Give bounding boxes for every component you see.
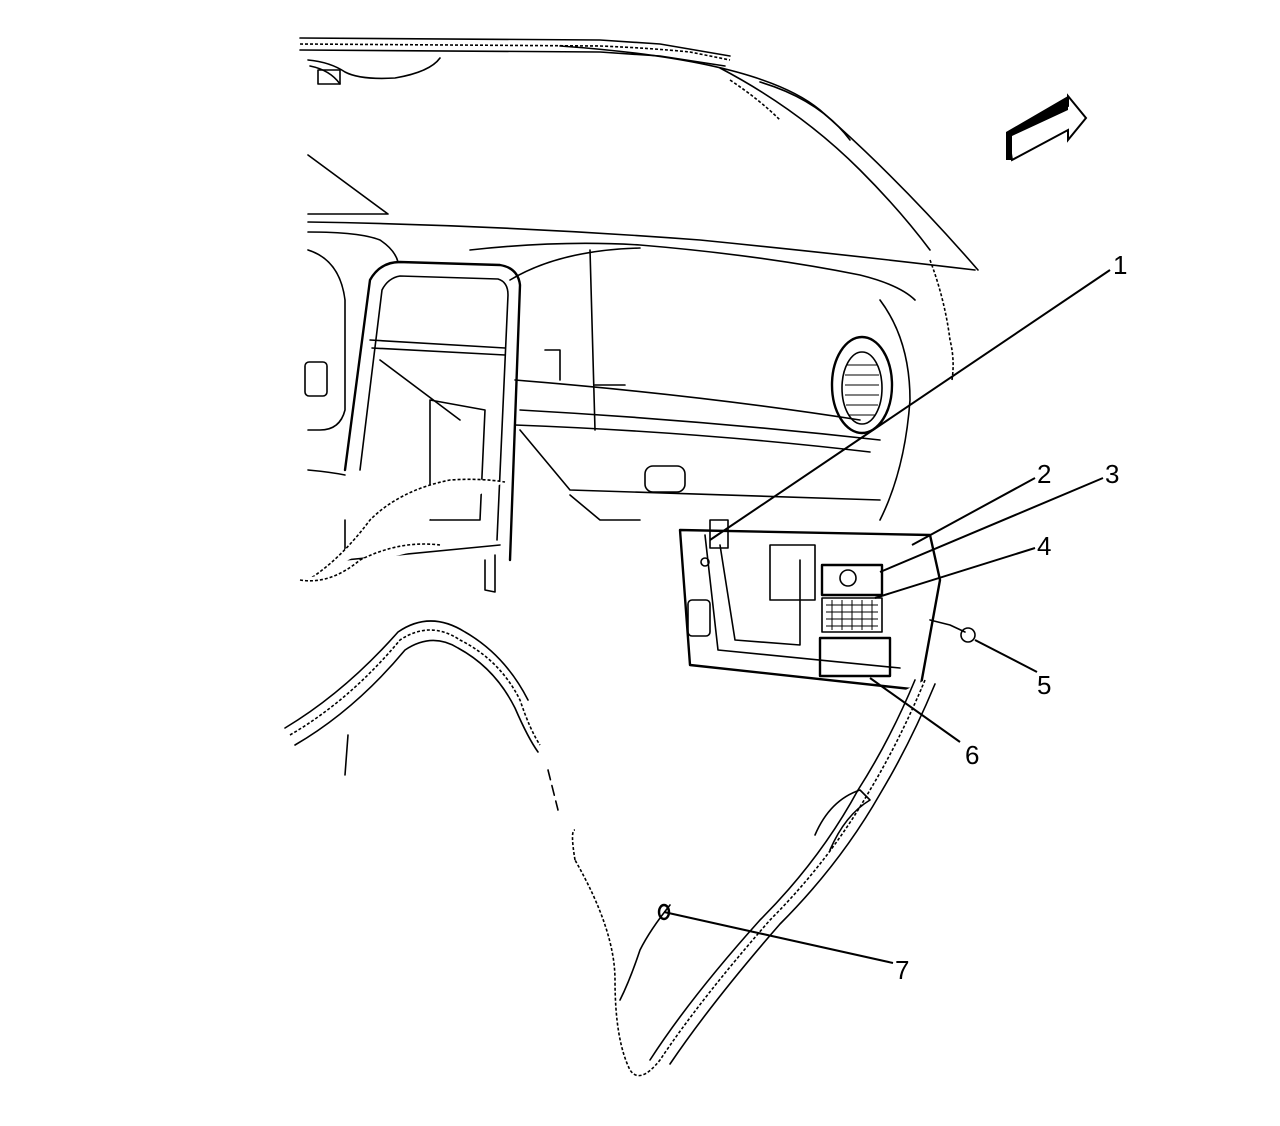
passenger-air-vent xyxy=(830,335,894,435)
callout-4: 4 xyxy=(1037,531,1052,561)
center-harness xyxy=(307,478,506,581)
module-2 xyxy=(820,563,884,597)
center-harness-lower xyxy=(299,543,441,582)
roof-harness xyxy=(299,37,731,85)
ground-terminal-5 xyxy=(960,627,976,643)
module-bay xyxy=(678,519,976,692)
a-pillar xyxy=(559,45,979,381)
module-6 xyxy=(818,636,892,678)
callout-5: 5 xyxy=(1037,670,1052,700)
callout-7: 7 xyxy=(895,955,910,985)
callout-6: 6 xyxy=(965,740,980,770)
ground-eyelet-7 xyxy=(657,903,671,921)
instrument-cluster xyxy=(304,249,346,476)
callout-3: 3 xyxy=(1105,459,1120,489)
passenger-dash xyxy=(514,299,911,521)
leader-lines xyxy=(663,269,1111,964)
body-harness xyxy=(284,620,936,1077)
callout-1: 1 xyxy=(1113,250,1128,280)
windshield-edge xyxy=(307,154,389,215)
module-4 xyxy=(821,597,883,633)
instrument-panel-top xyxy=(307,221,976,431)
callout-2: 2 xyxy=(1037,459,1052,489)
direction-arrow-icon xyxy=(1006,93,1088,162)
